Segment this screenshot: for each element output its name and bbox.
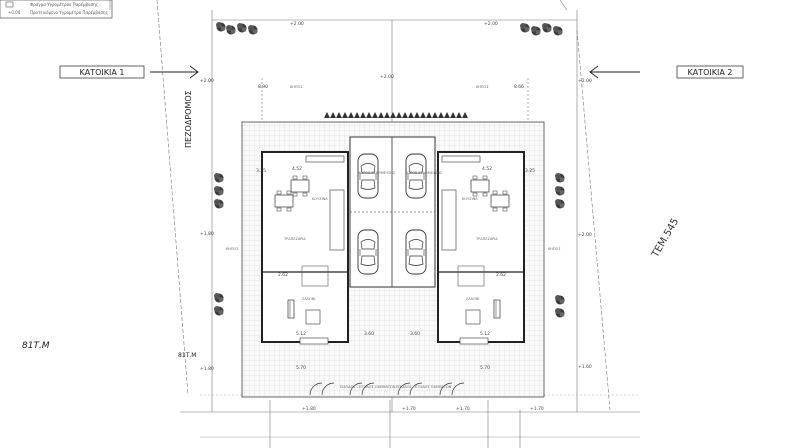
dim-base-right: 5.70 bbox=[480, 365, 490, 371]
dim-side-right: +2.00 bbox=[578, 232, 592, 238]
legend: Φράγμα Υγρομέτρου Παρέμβασης +0.00 Προτε… bbox=[0, 0, 113, 19]
dim-w-left: 4.52 bbox=[292, 166, 302, 172]
plot-label: ΤΕΜ.545 bbox=[650, 216, 682, 260]
room-entrance-right: ΕΙΣΟΔΟΣ - ΕΞΟΔΟΣ ΟΧΗΜΑΤΩΝ bbox=[396, 385, 452, 389]
dim-side-left: +1.80 bbox=[200, 231, 214, 237]
dim-bottom-right: +1.70 bbox=[530, 406, 544, 412]
dim-top-right: +2.00 bbox=[484, 21, 498, 27]
garages bbox=[349, 136, 436, 288]
dim-mid-center: +2.00 bbox=[380, 74, 394, 80]
dim-lw-left: 5.12 bbox=[296, 331, 306, 337]
room-living-left: ΣΑΛΟΝΙ bbox=[302, 297, 315, 301]
house-right-label: ΚΑΤΟΙΚΙΑ 2 bbox=[688, 68, 733, 77]
dim-setback-right: 8.66 bbox=[514, 84, 524, 90]
house-label-left: ΚΑΤΟΙΚΙΑ 1 bbox=[59, 65, 145, 79]
dim-gar-left: 3.60 bbox=[364, 331, 374, 337]
legend-row2: Προτεινόμενο Υγρομέτρο Παρέμβασης bbox=[30, 10, 108, 15]
dim-midw-right: 2.62 bbox=[496, 272, 506, 278]
dim-mid-left: +2.00 bbox=[200, 78, 214, 84]
dim-bottom-c1: +1.70 bbox=[402, 406, 416, 412]
room-dining-left: ΤΡΑΠΕΖΑΡΙΑ bbox=[283, 237, 306, 241]
dim-low-left: +1.80 bbox=[200, 366, 214, 372]
room-labels: ΚΟΥΖΙΝΑ ΚΟΥΖΙΝΑ ΤΡΑΠΕΖΑΡΙΑ ΤΡΑΠΕΖΑΡΙΑ ΣΑ… bbox=[226, 85, 561, 389]
room-parking-1: ΧΩΡΟΣ ΣΤΑΘΜΕΥΣΗΣ bbox=[358, 171, 395, 175]
house-left bbox=[261, 151, 349, 345]
house-left-label: ΚΑΤΟΙΚΙΑ 1 bbox=[80, 68, 125, 77]
room-living-right: ΣΑΛΟΝΙ bbox=[466, 297, 479, 301]
room-garden-right: ΚΗΠΟΣ bbox=[476, 85, 489, 89]
house-right bbox=[437, 151, 525, 345]
room-kitchen-left: ΚΟΥΖΙΝΑ bbox=[312, 197, 328, 201]
room-garden-side-left: ΚΗΠΟΣ bbox=[226, 247, 239, 251]
road-label-mid: 81Τ.Μ bbox=[178, 352, 196, 359]
dimension-marks: +2.00 +2.00 +2.00 +2.00 +2.00 +1.80 +2.0… bbox=[200, 21, 592, 412]
room-garden-left: ΚΗΠΟΣ bbox=[290, 85, 303, 89]
dim-low-right: +1.60 bbox=[578, 364, 592, 370]
dim-gar-right: 3.60 bbox=[410, 331, 420, 337]
room-entrance-left: ΕΙΣΟΔΟΣ - ΕΞΟΔΟΣ ΟΧΗΜΑΤΩΝ bbox=[340, 385, 396, 389]
dim-mid-right: +2.00 bbox=[578, 78, 592, 84]
dim-top-left: +2.00 bbox=[290, 21, 304, 27]
room-parking-2: ΧΩΡΟΣ ΣΤΑΘΜΕΥΣΗΣ bbox=[405, 171, 442, 175]
legend-row1: Φράγμα Υγρομέτρου Παρέμβασης bbox=[30, 2, 98, 7]
road-label-left: 81Τ.Μ bbox=[22, 341, 50, 351]
dim-bottom-c2: +1.70 bbox=[456, 406, 470, 412]
legend-mark: +0.00 bbox=[8, 10, 21, 15]
room-dining-right: ΤΡΑΠΕΖΑΡΙΑ bbox=[475, 237, 498, 241]
dim-h-right: 3.25 bbox=[525, 168, 535, 174]
gates bbox=[309, 382, 465, 396]
dim-base-left: 5.70 bbox=[296, 365, 306, 371]
street-label: ΠΕΖΟΔΡΟΜΟΣ bbox=[184, 90, 193, 148]
house-arrows bbox=[150, 65, 640, 79]
dim-h-left: 3.25 bbox=[256, 168, 266, 174]
dim-w-right: 4.52 bbox=[482, 166, 492, 172]
dim-bottom-left: +1.80 bbox=[302, 406, 316, 412]
hedge-row bbox=[324, 112, 468, 118]
dim-midw-left: 2.62 bbox=[278, 272, 288, 278]
dim-setback-left: 8.90 bbox=[258, 84, 268, 90]
room-garden-side-right: ΚΗΠΟΣ bbox=[548, 247, 561, 251]
room-kitchen-right: ΚΟΥΖΙΝΑ bbox=[462, 197, 478, 201]
house-label-right: ΚΑΤΟΙΚΙΑ 2 bbox=[676, 65, 744, 79]
dim-lw-right: 5.12 bbox=[480, 331, 490, 337]
